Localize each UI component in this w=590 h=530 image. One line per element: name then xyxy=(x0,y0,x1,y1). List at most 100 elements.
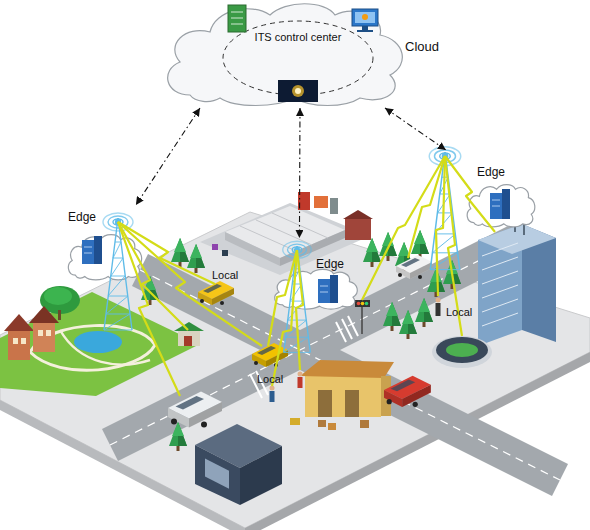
wireless-link xyxy=(445,156,495,232)
server-icon xyxy=(231,24,243,25)
factory xyxy=(212,244,218,250)
edge-server-icon xyxy=(318,279,330,303)
ai-processor-icon xyxy=(278,80,318,102)
traffic-light xyxy=(361,302,365,306)
stadium xyxy=(432,336,492,368)
people xyxy=(436,303,441,316)
depot-building xyxy=(240,446,282,505)
trees xyxy=(363,238,381,267)
wireless-link xyxy=(362,156,445,300)
edge-server-icon xyxy=(84,253,92,254)
houses xyxy=(8,330,30,360)
wireless-link xyxy=(408,156,445,258)
factory xyxy=(345,218,371,240)
people xyxy=(270,386,275,391)
people xyxy=(270,391,275,402)
kiosk xyxy=(174,322,204,346)
trees xyxy=(411,230,429,259)
vehicles xyxy=(168,255,432,428)
trees xyxy=(427,268,445,297)
people xyxy=(270,298,441,403)
antenna-tower xyxy=(103,213,133,330)
ai-processor-icon xyxy=(292,85,304,97)
trees xyxy=(383,302,401,331)
park xyxy=(60,330,150,365)
node-label: Edge xyxy=(477,166,527,180)
people xyxy=(298,377,303,388)
people xyxy=(298,372,303,377)
stadium xyxy=(436,337,488,363)
server-icon xyxy=(228,5,246,32)
houses xyxy=(4,306,59,360)
warehouse xyxy=(290,360,394,430)
office-tower xyxy=(482,257,518,270)
wireless-link xyxy=(268,250,297,346)
factory xyxy=(256,220,312,245)
houses xyxy=(33,322,55,352)
cloud-node: CloudITS control center xyxy=(160,0,410,108)
server-icon xyxy=(228,5,246,32)
factory xyxy=(225,232,280,266)
wireless-link xyxy=(118,222,215,284)
server-icon xyxy=(231,12,243,13)
wireless-link xyxy=(272,250,297,386)
factory xyxy=(314,196,328,208)
dashdot-arrow xyxy=(299,108,301,238)
houses xyxy=(21,338,26,344)
dashdot-arrow xyxy=(385,108,446,150)
factory xyxy=(272,213,328,238)
park xyxy=(44,287,72,305)
computer-icon xyxy=(357,30,373,32)
dashdot-arrow xyxy=(136,108,200,205)
local-label: Local xyxy=(446,306,472,319)
depot-building xyxy=(195,424,282,505)
warehouse xyxy=(328,423,336,430)
edge-server-icon xyxy=(84,200,500,292)
wireless-link xyxy=(118,222,262,346)
office-tower xyxy=(482,285,518,298)
cloud-outline xyxy=(168,4,403,106)
office-tower xyxy=(482,243,518,256)
cloud-outline xyxy=(275,269,358,309)
trees xyxy=(169,422,187,451)
edge-node: Edge xyxy=(440,150,538,230)
factory xyxy=(200,192,373,275)
local-label: Local xyxy=(212,269,238,282)
park xyxy=(0,286,200,396)
warehouse xyxy=(360,420,369,428)
park xyxy=(74,331,122,353)
computer-icon xyxy=(362,26,368,30)
computer-icon xyxy=(355,12,375,23)
antenna-tower xyxy=(429,147,461,270)
depot-building xyxy=(195,445,240,505)
warehouse xyxy=(318,390,332,417)
warehouse xyxy=(345,390,359,417)
edge-server-icon xyxy=(502,189,510,219)
houses xyxy=(13,338,18,344)
local-label: Local xyxy=(257,373,283,386)
computer-icon xyxy=(362,14,368,20)
city-ground xyxy=(0,212,590,528)
wireless-link xyxy=(296,250,303,370)
factory xyxy=(200,203,370,275)
factory xyxy=(298,192,310,210)
wireless-link xyxy=(436,156,445,296)
houses xyxy=(46,330,51,336)
vehicles xyxy=(198,281,234,305)
office-tower xyxy=(482,243,518,326)
houses xyxy=(38,330,43,336)
edge-server-icon xyxy=(490,193,502,219)
warehouse xyxy=(290,418,300,425)
park xyxy=(58,310,61,320)
road xyxy=(348,316,358,336)
stadium xyxy=(432,336,492,368)
computer-icon xyxy=(352,9,378,26)
kiosk xyxy=(174,322,204,331)
vehicles xyxy=(168,392,222,428)
factory xyxy=(330,198,338,214)
node-label: Edge xyxy=(316,258,360,272)
vehicles xyxy=(396,255,432,279)
depot-building xyxy=(205,458,229,488)
